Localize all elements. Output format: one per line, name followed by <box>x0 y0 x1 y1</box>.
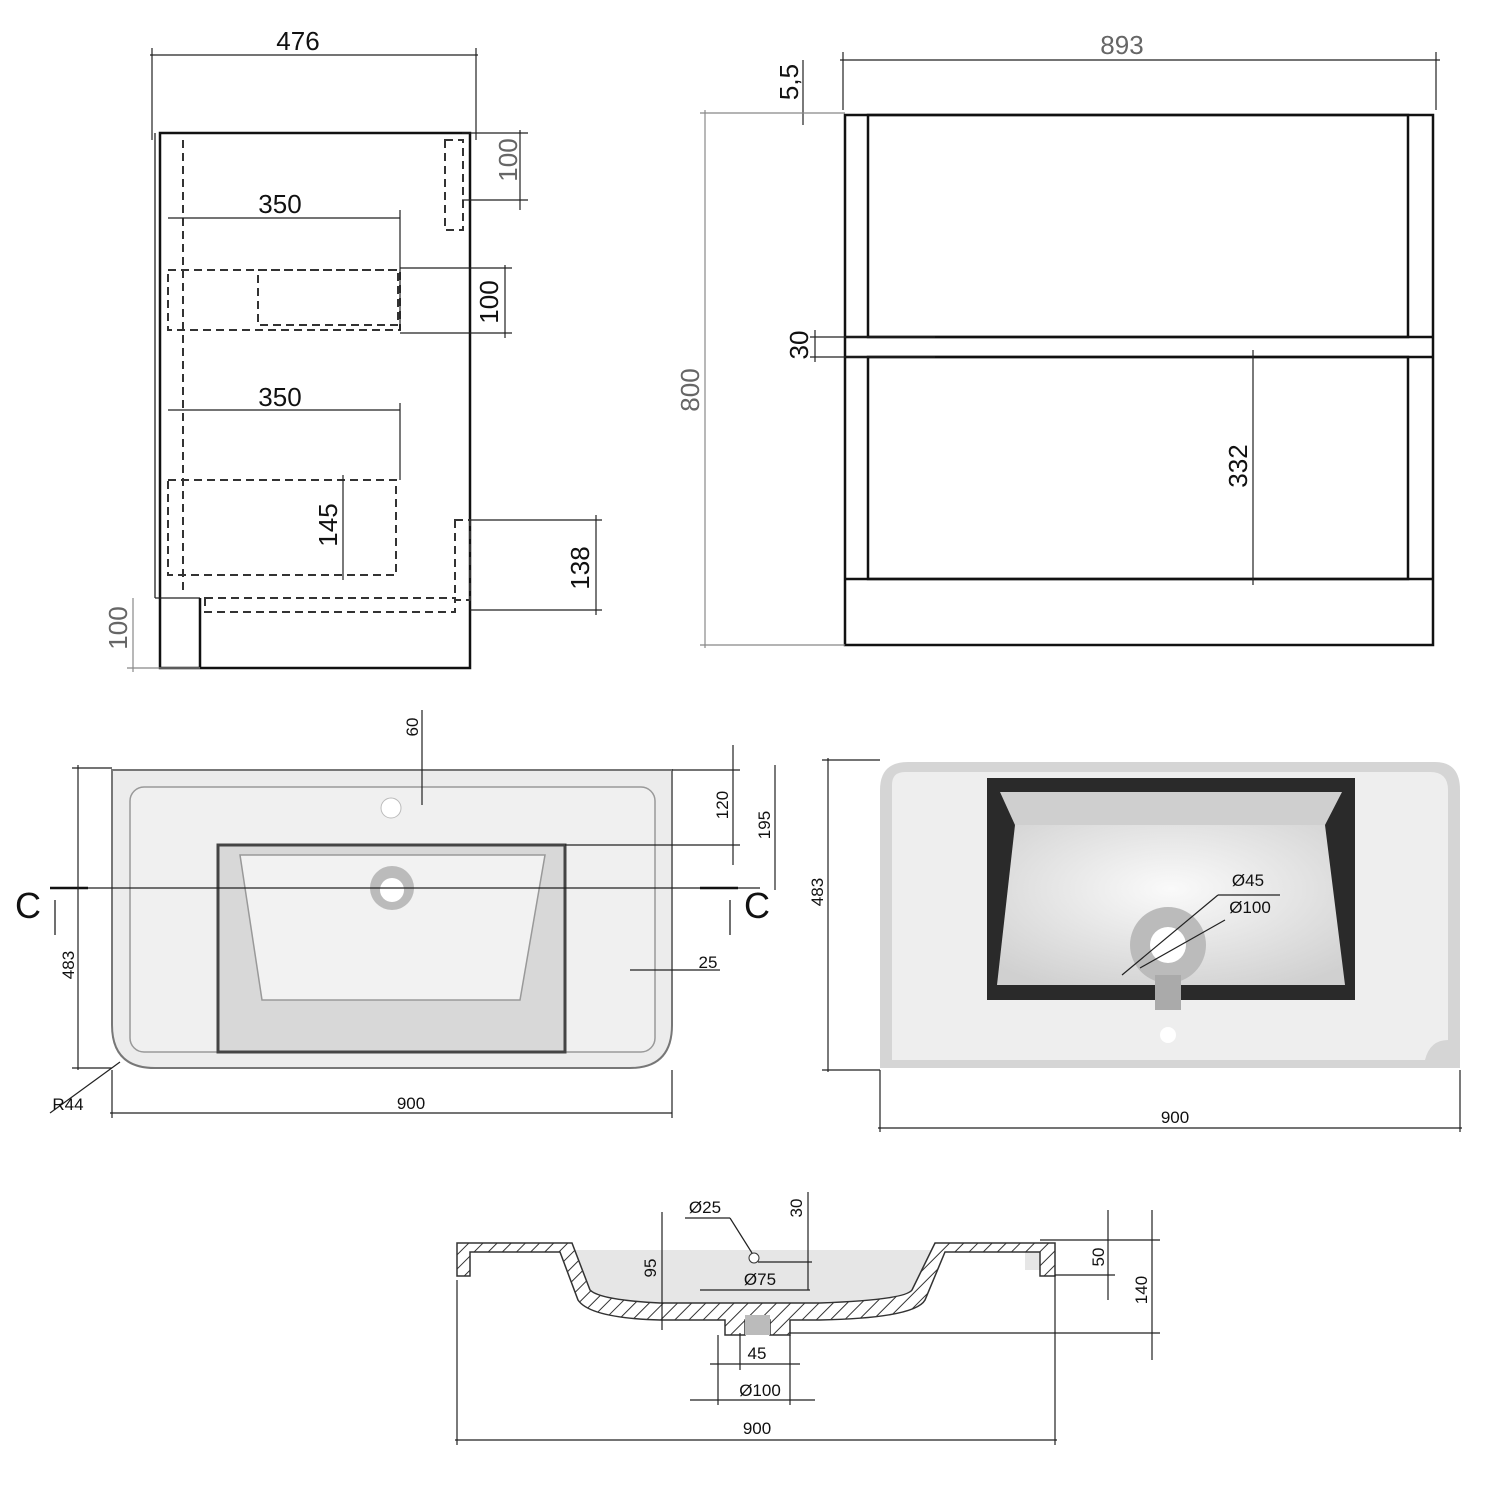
dim-depth: 483 <box>59 951 78 979</box>
dim-rail: 30 <box>784 331 814 360</box>
dim-drain-inner: Ø45 <box>1232 871 1264 890</box>
drawer-top <box>167 269 401 331</box>
dim-total-height: 140 <box>1132 1276 1151 1304</box>
dim-tap-offset: 60 <box>403 718 422 737</box>
dim-outlet-outer: Ø100 <box>739 1381 781 1400</box>
basin-rendered-view: 483 Ø45 Ø100 900 <box>808 758 1462 1132</box>
dim-bowl-depth: 95 <box>641 1259 660 1278</box>
cabinet-outline <box>158 131 472 670</box>
section-marker-right: C <box>744 885 770 926</box>
dim-rim: 25 <box>699 953 718 972</box>
basin-section-cut <box>456 1242 1056 1336</box>
dim-width: 893 <box>1100 30 1143 60</box>
dim-drain-offset: 195 <box>755 811 774 839</box>
tap-hole <box>380 797 402 819</box>
dim-drain-dia: Ø75 <box>744 1270 776 1289</box>
dim-drawer-depth-top: 350 <box>258 189 301 219</box>
side-view: 476 350 100 100 350 145 138 100 <box>103 26 602 672</box>
dim-width: 900 <box>1161 1108 1189 1127</box>
dim-width: 900 <box>397 1094 425 1113</box>
dim-rim-height: 50 <box>1089 1248 1108 1267</box>
dim-drawer-height: 332 <box>1223 444 1253 487</box>
dim-bowl-offset: 120 <box>713 791 732 819</box>
cabinet-front <box>843 113 1435 647</box>
dim-top-thickness: 5,5 <box>774 64 804 100</box>
siphon <box>454 519 471 601</box>
dim-drain-outer: Ø100 <box>1229 898 1271 917</box>
dim-overflow-height: 30 <box>787 1199 806 1218</box>
dim-plinth: 100 <box>103 606 133 649</box>
dim-outlet-inner: 45 <box>748 1344 767 1363</box>
section-view: Ø25 30 95 Ø75 50 140 45 Ø100 900 <box>455 1192 1160 1445</box>
drain-hole <box>380 878 404 902</box>
dim-drawer-gap: 100 <box>474 280 504 323</box>
dim-width: 900 <box>743 1419 771 1438</box>
dim-depth: 483 <box>808 878 827 906</box>
dim-drawer-height: 145 <box>313 503 343 546</box>
dim-radius: R44 <box>52 1095 83 1114</box>
drawer-bottom <box>167 479 397 576</box>
overflow-hole <box>748 1252 760 1264</box>
dim-top-offset: 100 <box>493 138 523 181</box>
section-marker-left: C <box>15 885 41 926</box>
dim-overflow-dia: Ø25 <box>689 1198 721 1217</box>
dim-width: 476 <box>276 26 319 56</box>
dim-drawer-depth-bottom: 350 <box>258 382 301 412</box>
tap-hole <box>1160 1027 1176 1043</box>
dim-siphon-height: 138 <box>565 546 595 589</box>
basin-top-view: 60 120 195 483 25 C C R44 900 <box>15 710 776 1118</box>
front-view: 893 5,5 800 30 332 <box>675 30 1440 648</box>
dim-height: 800 <box>675 368 705 411</box>
